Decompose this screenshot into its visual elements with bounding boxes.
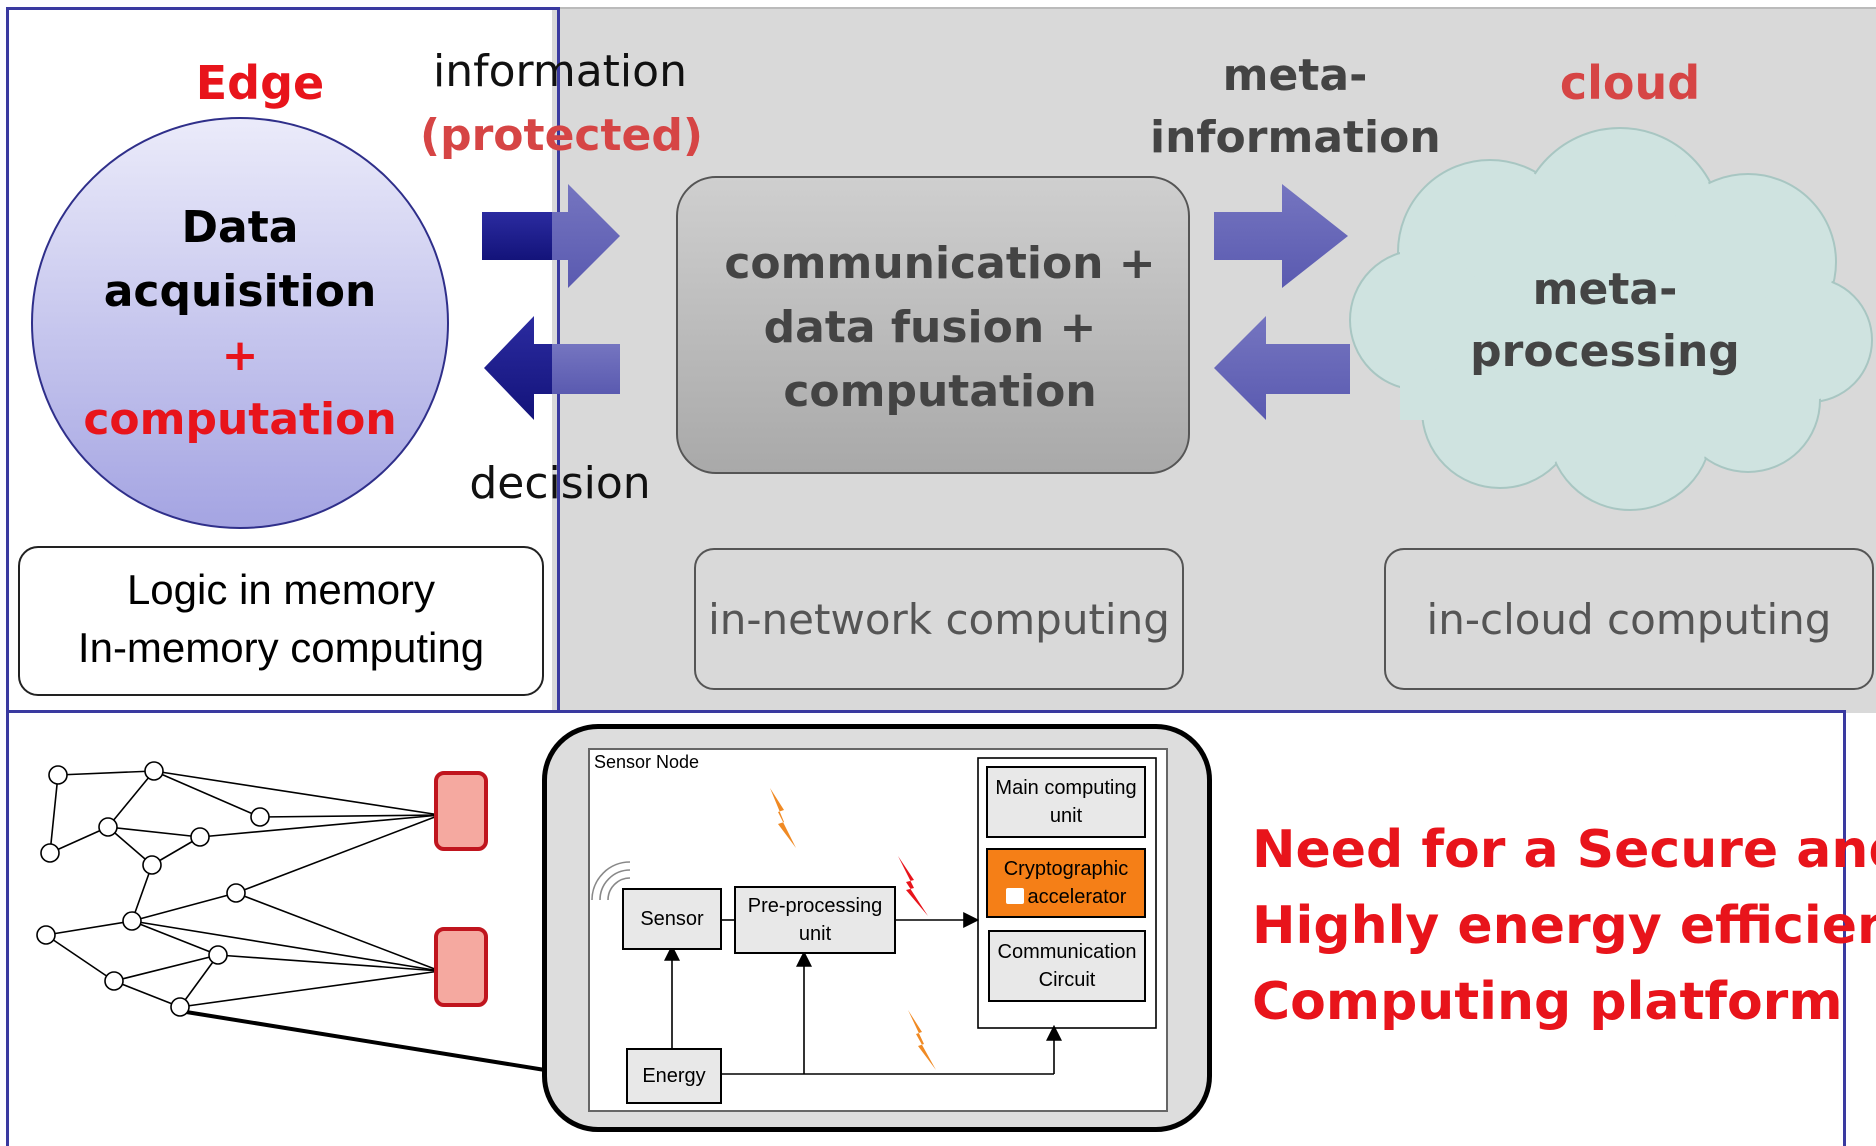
network-node xyxy=(170,997,190,1017)
decision-arrow-dark xyxy=(484,316,552,420)
communication-box xyxy=(676,176,1190,474)
network-node xyxy=(190,827,210,847)
memory-line-1: Logic in memory xyxy=(126,566,436,613)
compute-group-box xyxy=(977,757,1157,1029)
sensor-node-title: Sensor Node xyxy=(594,752,700,772)
network-node xyxy=(104,971,124,991)
communication-circuit-box: Communication Circuit xyxy=(988,930,1146,1002)
network-node xyxy=(226,883,246,903)
energy-box: Energy xyxy=(626,1048,722,1104)
decision-label: decision xyxy=(469,458,651,509)
communication-line-1: communication + xyxy=(724,238,1156,289)
meta-information-line-1: meta- xyxy=(1222,50,1368,101)
energy-label: Energy xyxy=(642,1064,706,1087)
cloud-return-arrow xyxy=(1214,316,1350,420)
communication-circuit-line-2: Circuit xyxy=(1038,969,1096,991)
gateway-node-top xyxy=(434,771,488,851)
crypto-line-2: accelerator xyxy=(1027,886,1127,908)
crypto-line-2-wrap: accelerator xyxy=(1005,883,1127,911)
main-computing-line-1: Main computing xyxy=(995,777,1137,799)
preprocessing-box: Pre-processing unit xyxy=(734,886,896,954)
edge-circle-graphic xyxy=(31,117,449,529)
information-arrow-dark xyxy=(482,212,552,260)
network-node xyxy=(98,817,118,837)
cloud-text-line-2: processing xyxy=(1470,326,1740,377)
information-label: information xyxy=(433,46,687,97)
network-node xyxy=(144,761,164,781)
meta-information-arrow xyxy=(1214,184,1348,288)
arrows-and-cloud-graphic xyxy=(482,127,1873,511)
in-network-computing-box: in-network computing xyxy=(694,548,1184,690)
lock-icon xyxy=(1005,888,1024,904)
sensor-network-graph xyxy=(36,761,546,1072)
main-computing-box: Main computing unit xyxy=(986,766,1146,838)
meta-information-line-2: information xyxy=(1150,112,1441,163)
in-cloud-computing-box: in-cloud computing xyxy=(1384,548,1874,690)
network-node xyxy=(142,855,162,875)
gateway-node-bottom xyxy=(434,927,488,1007)
network-node xyxy=(250,807,270,827)
network-node xyxy=(48,765,68,785)
sensor-label: Sensor xyxy=(640,907,704,930)
cloud-title: cloud xyxy=(1559,56,1701,110)
sensor-box: Sensor xyxy=(622,888,722,950)
sensor-node-wiring xyxy=(591,757,1157,1075)
crypto-line-1: Cryptographic xyxy=(1003,858,1129,880)
network-node xyxy=(40,843,60,863)
headline-line-3: Computing platform xyxy=(1252,972,1843,1032)
preprocessing-line-2: unit xyxy=(798,923,832,945)
edge-title: Edge xyxy=(195,56,325,110)
lightning-icon xyxy=(898,856,928,916)
memory-line-2: In-memory computing xyxy=(77,624,485,671)
decision-arrow xyxy=(552,344,620,394)
memory-box xyxy=(18,546,544,696)
circle-line-computation: computation xyxy=(83,394,397,445)
headline-line-2: Highly energy efficient xyxy=(1252,896,1876,956)
headline-line-1: Need for a Secure and xyxy=(1252,820,1876,880)
network-node xyxy=(122,911,142,931)
communication-line-2: data fusion + xyxy=(763,302,1097,353)
bottom-panel-border xyxy=(6,710,1846,1146)
cloud-text-line-1: meta- xyxy=(1532,264,1678,315)
sensor-wave-icon xyxy=(591,861,631,901)
communication-line-3: computation xyxy=(783,366,1097,417)
crypto-accelerator-box: Cryptographic accelerator xyxy=(986,848,1146,918)
lightning-icon xyxy=(770,788,796,848)
communication-circuit-line-1: Communication xyxy=(997,941,1137,963)
preprocessing-line-1: Pre-processing xyxy=(747,895,883,917)
protected-label: (protected) xyxy=(420,110,703,161)
edge-circle xyxy=(31,117,449,529)
circle-line-data: Data xyxy=(181,202,299,253)
network-node xyxy=(36,925,56,945)
circle-plus: + xyxy=(221,330,259,381)
circle-line-acquisition: acquisition xyxy=(103,266,377,317)
main-computing-line-2: unit xyxy=(1049,805,1083,827)
network-node xyxy=(208,945,228,965)
information-arrow xyxy=(552,184,620,288)
lightning-icon xyxy=(908,1010,936,1070)
